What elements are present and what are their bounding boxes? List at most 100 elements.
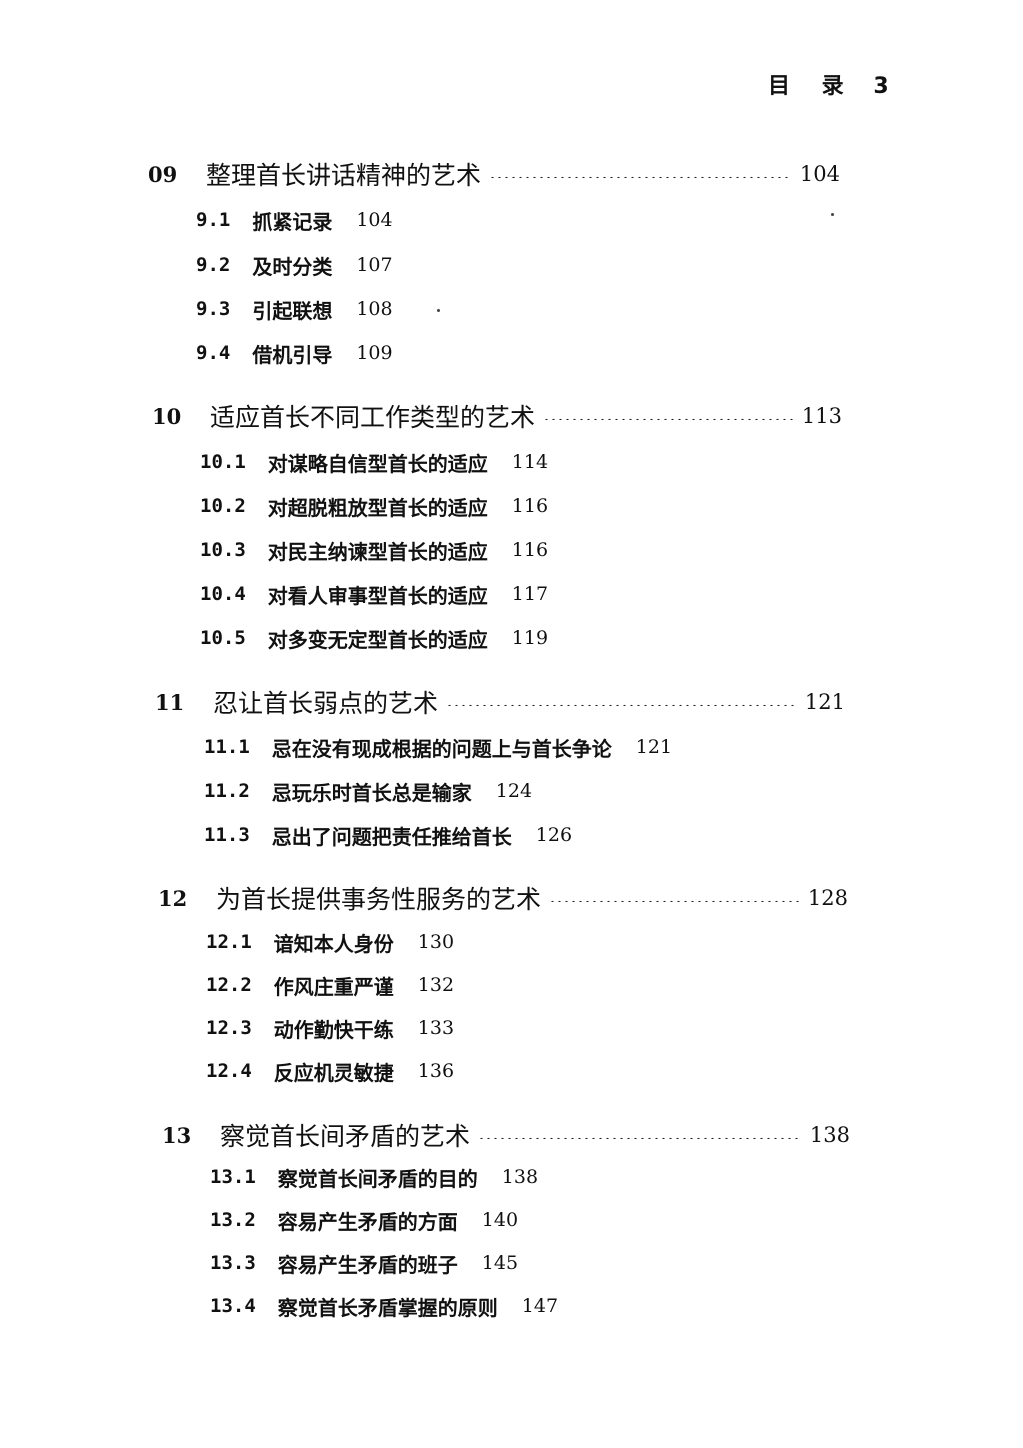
toc-chapter-entry[interactable]: 13 察觉首长间矛盾的艺术 138 bbox=[162, 1117, 850, 1153]
section-title: 动作勤快干练 bbox=[273, 1017, 394, 1042]
section-number: 11.2 bbox=[204, 780, 250, 802]
toc-section-entry[interactable]: 13.2 容易产生矛盾的方面 140 bbox=[210, 1205, 518, 1235]
toc-section-entry[interactable]: 13.4 察觉首长矛盾掌握的原则 147 bbox=[210, 1291, 558, 1321]
section-number: 11.3 bbox=[204, 824, 250, 846]
dot-leader bbox=[543, 418, 794, 420]
section-number: 10.5 bbox=[200, 627, 246, 649]
section-title: 引起联想 bbox=[252, 298, 333, 323]
section-page-number: 136 bbox=[417, 1060, 455, 1082]
section-title: 借机引导 bbox=[252, 342, 333, 367]
toc-section-entry[interactable]: 9.3 引起联想 108 bbox=[196, 294, 393, 324]
section-page-number: 116 bbox=[511, 495, 549, 517]
dot-leader bbox=[549, 900, 800, 902]
scan-speck bbox=[831, 213, 834, 216]
toc-chapter-entry[interactable]: 12 为首长提供事务性服务的艺术 128 bbox=[158, 880, 848, 916]
toc-section-entry[interactable]: 12.3 动作勤快干练 133 bbox=[206, 1013, 454, 1043]
section-number: 12.1 bbox=[206, 931, 252, 953]
chapter-number: 10 bbox=[152, 403, 182, 429]
toc-section-entry[interactable]: 12.4 反应机灵敏捷 136 bbox=[206, 1056, 454, 1086]
section-title: 忌出了问题把责任推给首长 bbox=[271, 824, 512, 849]
chapter-title: 为首长提供事务性服务的艺术 bbox=[216, 885, 542, 914]
section-number: 12.3 bbox=[206, 1017, 252, 1039]
section-title: 忌在没有现成根据的问题上与首长争论 bbox=[271, 736, 612, 761]
chapter-title: 忍让首长弱点的艺术 bbox=[213, 689, 439, 718]
dot-leader bbox=[446, 704, 797, 706]
section-page-number: 130 bbox=[417, 931, 455, 953]
toc-section-entry[interactable]: 12.1 谙知本人身份 130 bbox=[206, 927, 454, 957]
chapter-title: 整理首长讲话精神的艺术 bbox=[206, 161, 482, 190]
chapter-page-number: 138 bbox=[809, 1123, 850, 1147]
section-title: 对多变无定型首长的适应 bbox=[267, 627, 488, 652]
section-number: 9.2 bbox=[196, 254, 231, 276]
chapter-number: 09 bbox=[148, 161, 178, 187]
toc-section-entry[interactable]: 10.2 对超脱粗放型首长的适应 116 bbox=[200, 491, 548, 521]
chapter-number: 12 bbox=[158, 885, 188, 911]
section-number: 12.4 bbox=[206, 1060, 252, 1082]
toc-section-entry[interactable]: 10.3 对民主纳谏型首长的适应 116 bbox=[200, 535, 548, 565]
toc-section-entry[interactable]: 9.4 借机引导 109 bbox=[196, 338, 393, 368]
section-page-number: 132 bbox=[417, 974, 455, 996]
toc-section-entry[interactable]: 10.5 对多变无定型首长的适应 119 bbox=[200, 623, 548, 653]
section-title: 对民主纳谏型首长的适应 bbox=[267, 539, 488, 564]
section-number: 11.1 bbox=[204, 736, 250, 758]
section-page-number: 119 bbox=[511, 627, 549, 649]
toc-section-entry[interactable]: 9.1 抓紧记录 104 bbox=[196, 205, 393, 235]
dot-leader bbox=[489, 176, 792, 178]
section-title: 抓紧记录 bbox=[252, 209, 333, 234]
section-title: 及时分类 bbox=[252, 254, 333, 279]
toc-section-entry[interactable]: 10.1 对谋略自信型首长的适应 114 bbox=[200, 447, 548, 477]
chapter-title: 适应首长不同工作类型的艺术 bbox=[210, 403, 536, 432]
section-title: 容易产生矛盾的方面 bbox=[277, 1209, 458, 1234]
chapter-page-number: 104 bbox=[799, 162, 840, 186]
section-page-number: 104 bbox=[356, 209, 393, 231]
toc-section-entry[interactable]: 9.2 及时分类 107 bbox=[196, 250, 393, 280]
section-number: 13.4 bbox=[210, 1295, 256, 1317]
section-number: 10.1 bbox=[200, 451, 246, 473]
scan-speck bbox=[437, 309, 440, 312]
section-page-number: 117 bbox=[511, 583, 549, 605]
section-title: 作风庄重严谨 bbox=[273, 974, 394, 999]
section-page-number: 138 bbox=[501, 1166, 539, 1188]
section-number: 13.1 bbox=[210, 1166, 256, 1188]
section-page-number: 147 bbox=[521, 1295, 559, 1317]
section-title: 忌玩乐时首长总是输家 bbox=[271, 780, 472, 805]
section-page-number: 124 bbox=[495, 780, 533, 802]
toc-section-entry[interactable]: 11.2 忌玩乐时首长总是输家 124 bbox=[204, 776, 532, 806]
section-page-number: 108 bbox=[356, 298, 393, 320]
section-number: 12.2 bbox=[206, 974, 252, 996]
toc-chapter-entry[interactable]: 09 整理首长讲话精神的艺术 104 bbox=[148, 156, 840, 192]
section-page-number: 121 bbox=[635, 736, 673, 758]
dot-leader bbox=[478, 1137, 802, 1139]
toc-section-entry[interactable]: 11.3 忌出了问题把责任推给首长 126 bbox=[204, 820, 572, 850]
section-title: 对超脱粗放型首长的适应 bbox=[267, 495, 488, 520]
section-number: 9.4 bbox=[196, 342, 231, 364]
section-number: 13.2 bbox=[210, 1209, 256, 1231]
chapter-number: 13 bbox=[162, 1122, 192, 1148]
section-number: 10.3 bbox=[200, 539, 246, 561]
toc-section-entry[interactable]: 12.2 作风庄重严谨 132 bbox=[206, 970, 454, 1000]
section-number: 13.3 bbox=[210, 1252, 256, 1274]
toc-section-entry[interactable]: 10.4 对看人审事型首长的适应 117 bbox=[200, 579, 548, 609]
section-page-number: 133 bbox=[417, 1017, 455, 1039]
section-title: 对看人审事型首长的适应 bbox=[267, 583, 488, 608]
chapter-page-number: 121 bbox=[804, 690, 845, 714]
section-page-number: 109 bbox=[356, 342, 393, 364]
section-number: 10.2 bbox=[200, 495, 246, 517]
chapter-title: 察觉首长间矛盾的艺术 bbox=[220, 1122, 471, 1151]
chapter-page-number: 113 bbox=[801, 404, 842, 428]
section-number: 9.3 bbox=[196, 298, 231, 320]
toc-section-entry[interactable]: 11.1 忌在没有现成根据的问题上与首长争论 121 bbox=[204, 732, 672, 762]
section-page-number: 107 bbox=[356, 254, 393, 276]
section-title: 谙知本人身份 bbox=[273, 931, 394, 956]
toc-section-entry[interactable]: 13.1 察觉首长间矛盾的目的 138 bbox=[210, 1162, 538, 1192]
section-title: 察觉首长矛盾掌握的原则 bbox=[277, 1295, 498, 1320]
section-title: 容易产生矛盾的班子 bbox=[277, 1252, 458, 1277]
section-page-number: 145 bbox=[481, 1252, 519, 1274]
toc-section-entry[interactable]: 13.3 容易产生矛盾的班子 145 bbox=[210, 1248, 518, 1278]
toc-chapter-entry[interactable]: 10 适应首长不同工作类型的艺术 113 bbox=[152, 398, 842, 434]
running-head-page-number: 3 bbox=[873, 74, 889, 99]
section-title: 反应机灵敏捷 bbox=[273, 1060, 394, 1085]
chapter-number: 11 bbox=[155, 689, 185, 715]
section-page-number: 126 bbox=[535, 824, 573, 846]
toc-chapter-entry[interactable]: 11 忍让首长弱点的艺术 121 bbox=[155, 684, 845, 720]
